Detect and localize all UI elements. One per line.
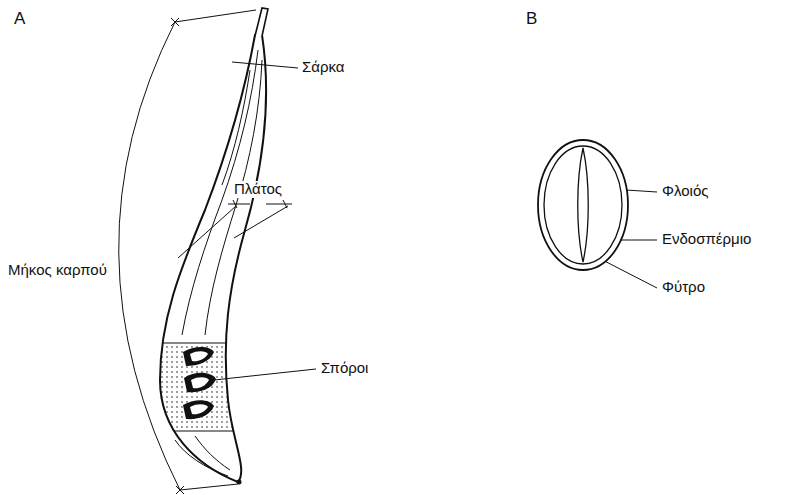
length-dimension [119,10,256,494]
seed-cross-section [538,140,628,270]
pod-wrinkles [175,50,262,476]
part-label: Ενδοσπέρμιο [660,231,753,248]
panel-letter: A [12,10,27,29]
width-dimension [178,200,292,258]
seeds [183,347,216,419]
pod-stem [255,8,268,36]
part-label: Φλοιός [660,183,711,200]
dimension-label: Πλάτος [232,181,284,198]
leader-lines [214,62,657,380]
pod-outline [160,35,266,482]
panel-letter: B [524,10,539,29]
part-label: Σπόροι [319,360,370,377]
seed-section [140,343,260,431]
part-label: Φύτρο [660,279,707,296]
dimension-label: Μήκος καρπού [6,262,109,279]
part-label: Σάρκα [300,59,346,76]
